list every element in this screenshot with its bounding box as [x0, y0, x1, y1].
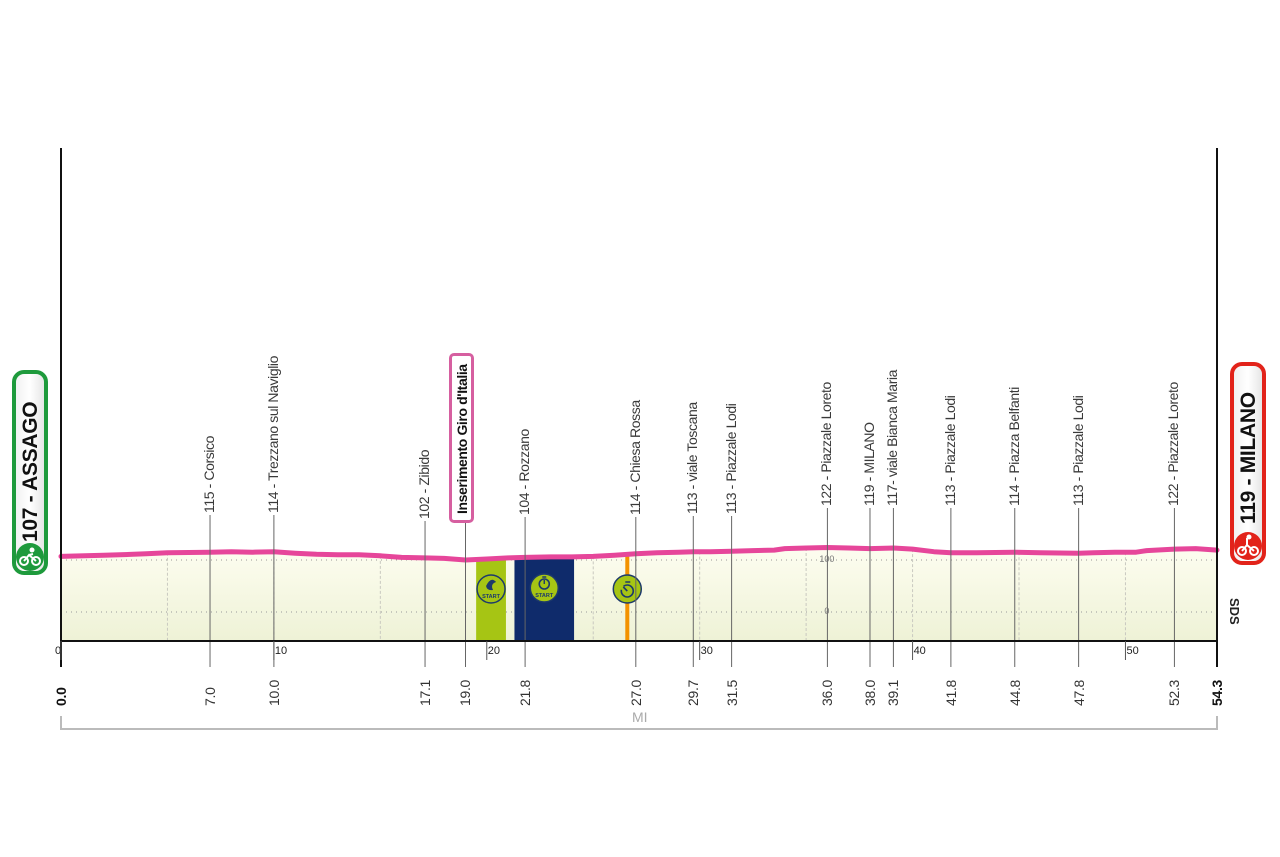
distance-label: 17.1 — [417, 679, 434, 706]
distance-label: 27.0 — [627, 679, 644, 706]
waypoint-label: 113 - Piazzale Lodi — [1069, 395, 1086, 506]
elevation-tick-label: 100 — [819, 554, 835, 564]
bike-finish-icon — [1234, 532, 1262, 560]
waypoint-label: 114 - Chiesa Rossa — [626, 400, 643, 515]
distance-endpoint-label: 0.0 — [53, 687, 69, 706]
distance-label: 19.0 — [457, 679, 474, 706]
elevation-tick-label: 0 — [824, 606, 830, 616]
svg-text:START: START — [482, 594, 501, 600]
finish-badge: 119 - MILANO — [1230, 362, 1266, 565]
stopwatch-start-icon: START — [529, 573, 560, 603]
unit-label: MI — [632, 709, 648, 725]
distance-label: 38.0 — [861, 679, 878, 706]
waypoint-label: 122 - Piazzale Loreto — [818, 382, 835, 506]
distance-label: 29.7 — [685, 679, 702, 706]
distance-label: 7.0 — [202, 687, 219, 706]
finish-label: 119 - MILANO — [1237, 392, 1260, 524]
waypoint-label: 122 - Piazzale Loreto — [1165, 382, 1182, 506]
giro-insertion-label-box: Inserimento Giro d'Italia — [449, 353, 474, 523]
x-tick-label: 40 — [913, 645, 926, 657]
distance-endpoint-label: 54.3 — [1209, 679, 1225, 706]
distance-label: 21.8 — [517, 679, 534, 706]
elevation-line — [58, 545, 1220, 563]
start-label: 107 - ASSAGO — [19, 401, 42, 542]
waypoint-label: 104 - Rozzano — [516, 429, 533, 515]
waypoint-label: 114 - Piazza Belfanti — [1005, 387, 1022, 506]
svg-text:START: START — [535, 593, 554, 599]
x-tick-label: 10 — [274, 645, 288, 657]
distance-label: 52.3 — [1166, 679, 1183, 706]
distance-label: 41.8 — [942, 679, 959, 706]
waypoint-label: 114 - Trezzano sul Naviglio — [264, 355, 281, 513]
distance-label: 44.8 — [1006, 679, 1023, 706]
waypoint-label: 113 - viale Toscana — [684, 402, 701, 514]
waypoint-label: 113 - Piazzale Lodi — [722, 403, 739, 514]
bike-start-icon — [16, 543, 44, 571]
x-tick-label: 0 — [55, 645, 62, 657]
x-tick-label: 30 — [700, 645, 713, 657]
sds-logo: SDS — [1227, 598, 1242, 625]
waypoint-leader-lines — [209, 508, 1175, 667]
profile-line — [58, 545, 1220, 563]
waypoint-label: 102 - Zibido — [416, 449, 433, 519]
distance-label: 10.0 — [265, 679, 282, 706]
waypoint-label: 113 - Piazzale Lodi — [941, 395, 958, 506]
waypoint-label: 119 - MILANO — [860, 422, 877, 506]
distance-label: 31.5 — [723, 679, 740, 706]
waypoint-label: 117- viale Bianca Maria — [884, 369, 901, 506]
distance-label: 47.8 — [1070, 679, 1087, 706]
giro-insertion-label: Inserimento Giro d'Italia — [454, 364, 470, 514]
waypoint-label: 115 - Corsico — [201, 435, 218, 513]
axes — [60, 148, 1218, 730]
zone-markers: START START — [476, 556, 643, 641]
x-tick-label: 50 — [1126, 645, 1139, 657]
distance-label: 39.1 — [885, 679, 902, 706]
distance-label: 36.0 — [819, 679, 836, 706]
start-badge: 107 - ASSAGO — [12, 370, 48, 575]
leaf-start-icon: START — [476, 574, 506, 604]
distance-bracket — [60, 716, 1218, 730]
x-tick-label: 20 — [487, 645, 501, 657]
stopwatch-icon — [612, 574, 643, 604]
